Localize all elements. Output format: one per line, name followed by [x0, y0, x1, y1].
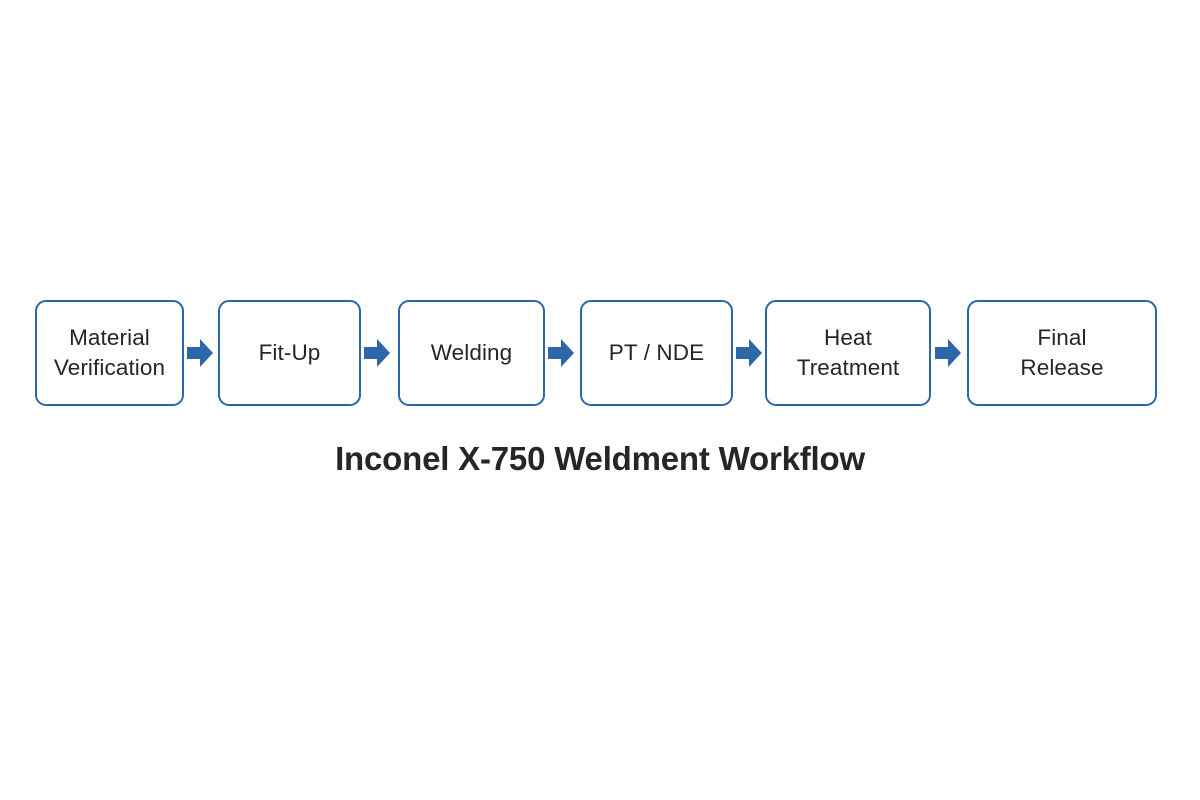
process-step-label: Final Release [1020, 325, 1104, 380]
right-block-arrow-icon [548, 338, 574, 368]
right-block-arrow-icon [187, 338, 213, 368]
process-step-final-release[interactable]: Final Release [967, 300, 1157, 406]
process-step-heat-treatment[interactable]: Heat Treatment [765, 300, 931, 406]
process-step-label: Fit-Up [258, 340, 321, 366]
process-step-pt-nde[interactable]: PT / NDE [580, 300, 733, 406]
process-step-welding[interactable]: Welding [398, 300, 545, 406]
right-block-arrow-icon [364, 338, 390, 368]
process-step-material-verification[interactable]: Material Verification [35, 300, 184, 406]
diagram-title: Inconel X-750 Weldment Workflow [335, 440, 865, 477]
process-step-label: Material Verification [53, 325, 166, 380]
process-step-label: Welding [430, 340, 513, 366]
process-flow-row: Material Verification Fit-Up Welding [0, 300, 1200, 406]
process-step-label: Heat Treatment [796, 325, 900, 380]
process-step-fit-up[interactable]: Fit-Up [218, 300, 361, 406]
right-block-arrow-icon [935, 338, 961, 368]
right-block-arrow-icon [736, 338, 762, 368]
process-step-label: PT / NDE [608, 340, 705, 366]
